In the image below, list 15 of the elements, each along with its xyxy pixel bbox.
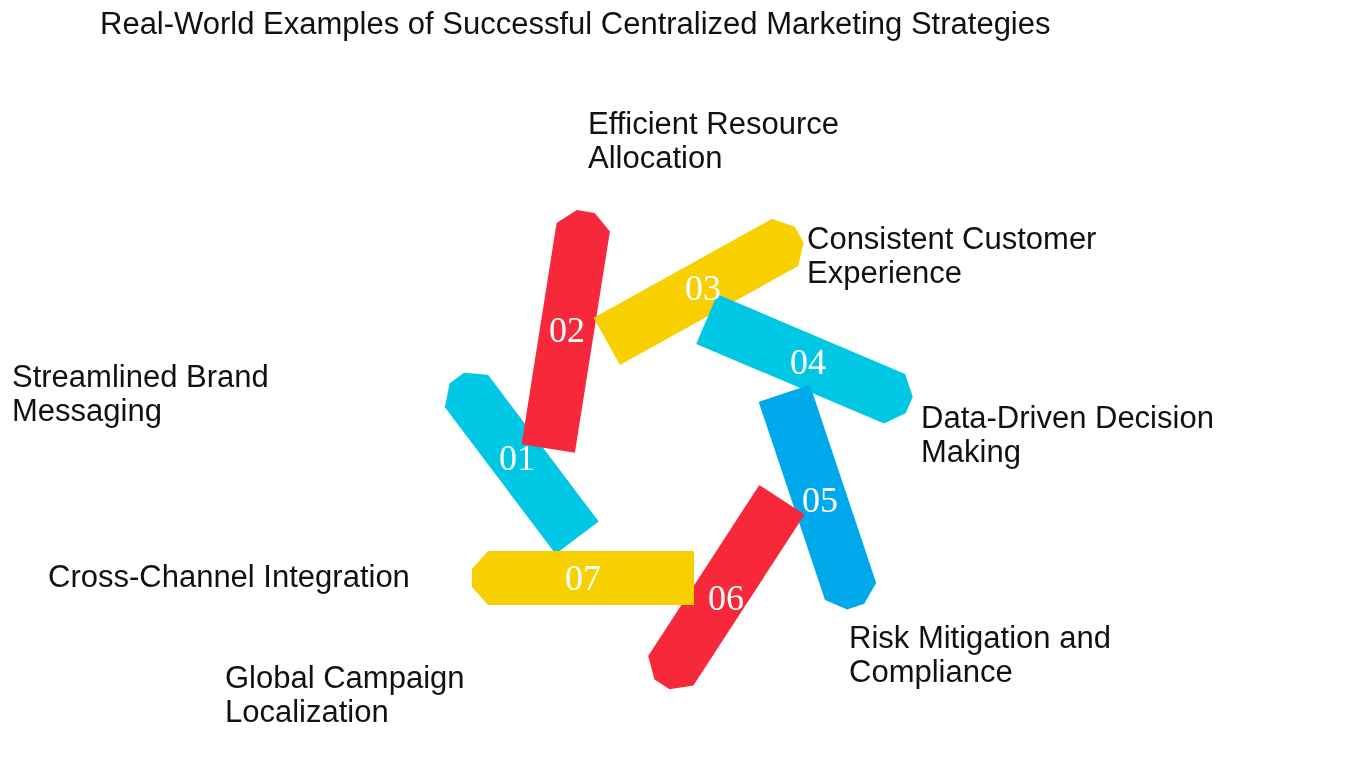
step-number: 06 <box>708 577 744 619</box>
step-label: Global Campaign Localization <box>225 661 466 729</box>
step-label: Cross-Channel Integration <box>48 560 410 594</box>
step-label: Streamlined Brand Messaging <box>12 360 270 428</box>
step-label: Efficient Resource Allocation <box>588 107 840 175</box>
step-number: 03 <box>685 267 721 309</box>
step-number: 02 <box>549 309 585 351</box>
step-number: 04 <box>790 341 826 383</box>
step-label: Risk Mitigation and Compliance <box>849 621 1112 689</box>
step-number: 07 <box>565 557 601 599</box>
step-label: Data-Driven Decision Making <box>921 401 1215 469</box>
title: Real-World Examples of Successful Centralized Marketing Strategies <box>100 6 1051 42</box>
step-number: 05 <box>802 479 838 521</box>
step-number: 01 <box>499 437 535 479</box>
step-label: Consistent Customer Experience <box>807 222 1098 290</box>
